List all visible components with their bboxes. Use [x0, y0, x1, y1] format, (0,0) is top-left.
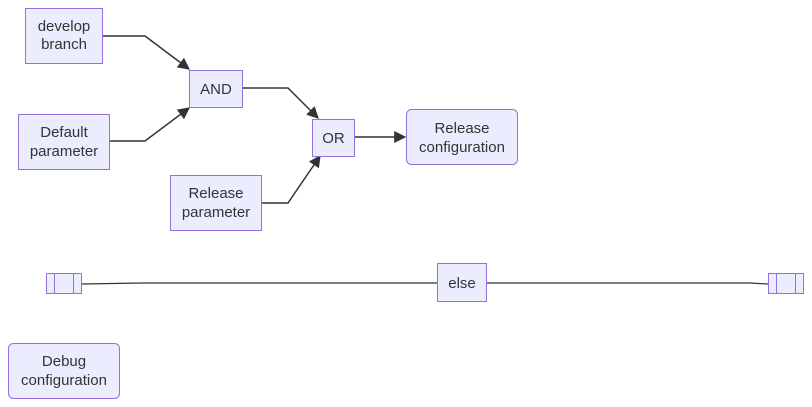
node-default-parameter-line1: Default — [40, 124, 88, 141]
node-develop-branch-line2: branch — [41, 36, 87, 53]
node-and[interactable]: AND — [189, 70, 243, 108]
edge-start-to-else — [81, 282, 437, 285]
node-default-parameter[interactable]: Default parameter — [18, 114, 110, 170]
node-start-marker — [46, 273, 82, 294]
node-release-parameter[interactable]: Release parameter — [170, 175, 262, 231]
node-default-parameter-line2: parameter — [30, 143, 98, 160]
node-else[interactable]: else — [437, 263, 487, 302]
node-or-label: OR — [322, 130, 345, 147]
edge-else-to-end — [487, 282, 769, 285]
node-release-configuration-line1: Release — [434, 120, 489, 137]
node-debug-configuration-line1: Debug — [42, 353, 86, 370]
edge-and-to-or — [243, 87, 319, 119]
node-develop-branch-line1: develop — [38, 18, 91, 35]
node-else-label: else — [448, 275, 476, 292]
node-release-configuration-line2: configuration — [419, 139, 505, 156]
node-debug-configuration[interactable]: Debug configuration — [8, 343, 120, 399]
node-end-marker — [768, 273, 804, 294]
node-release-parameter-line1: Release — [188, 185, 243, 202]
node-release-configuration[interactable]: Release configuration — [406, 109, 518, 165]
edge-develop-to-and — [103, 35, 190, 70]
edge-default-to-and — [110, 107, 190, 142]
node-release-parameter-line2: parameter — [182, 204, 250, 221]
node-and-label: AND — [200, 81, 232, 98]
edge-release-param-to-or — [262, 155, 321, 204]
edges — [81, 35, 769, 285]
node-develop-branch[interactable]: develop branch — [25, 8, 103, 64]
node-or[interactable]: OR — [312, 119, 355, 157]
node-debug-configuration-line2: configuration — [21, 372, 107, 389]
